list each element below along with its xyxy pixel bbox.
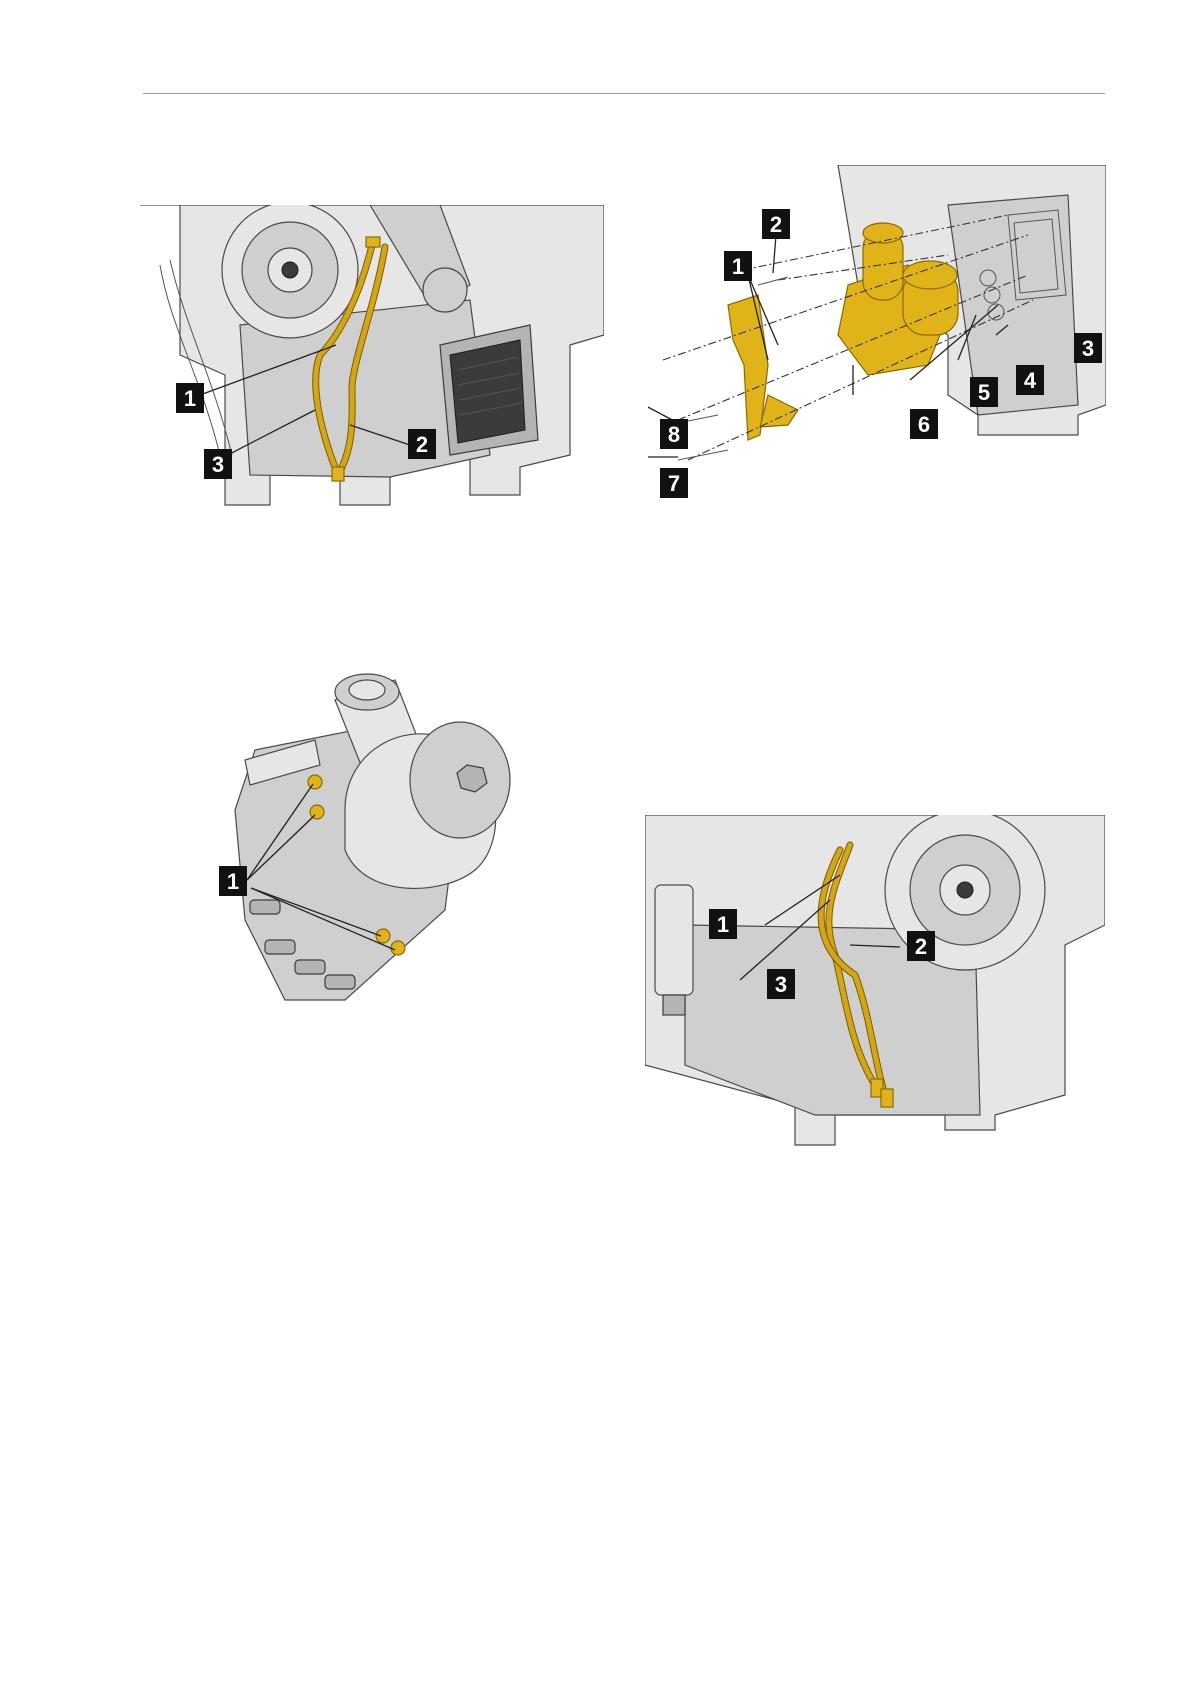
callout-2: 2 (762, 209, 790, 239)
callout-1: 1 (724, 251, 752, 281)
svg-text:4: 4 (1024, 368, 1037, 393)
engine-illustration-c: 1 (205, 670, 535, 1020)
callout-2: 2 (907, 931, 935, 961)
engine-illustration-d: 1 2 3 (645, 815, 1105, 1160)
svg-text:2: 2 (416, 432, 428, 457)
engine-illustration-a: 1 2 3 (140, 205, 604, 540)
callout-8: 8 (660, 419, 688, 449)
callout-3: 3 (767, 969, 795, 999)
callout-3: 3 (1074, 333, 1102, 363)
svg-text:1: 1 (717, 912, 729, 937)
svg-text:2: 2 (915, 934, 927, 959)
figure-engine-oil-lines-left: 1 2 3 (140, 205, 604, 540)
figure-engine-oil-lines-right: 1 2 3 (645, 815, 1105, 1160)
svg-text:1: 1 (184, 386, 196, 411)
svg-text:5: 5 (978, 380, 990, 405)
callout-1: 1 (176, 383, 204, 413)
svg-text:1: 1 (227, 869, 239, 894)
figure-oil-filter-module: 1 (205, 670, 535, 1020)
svg-text:3: 3 (212, 452, 224, 477)
callout-7: 7 (660, 468, 688, 498)
svg-text:3: 3 (1082, 336, 1094, 361)
callout-6: 6 (910, 409, 938, 439)
svg-text:1: 1 (732, 254, 744, 279)
callout-4: 4 (1016, 365, 1044, 395)
header-rule (143, 93, 1105, 94)
callout-2: 2 (408, 429, 436, 459)
svg-text:8: 8 (668, 422, 680, 447)
callout-1: 1 (219, 866, 247, 896)
engine-illustration-b: 1 2 3 4 5 6 7 8 (648, 165, 1106, 515)
callout-3: 3 (204, 449, 232, 479)
svg-text:2: 2 (770, 212, 782, 237)
callout-5: 5 (970, 377, 998, 407)
callout-1: 1 (709, 909, 737, 939)
figure-oil-filter-module-exploded: 1 2 3 4 5 6 7 8 (648, 165, 1106, 515)
svg-text:7: 7 (668, 471, 680, 496)
svg-text:3: 3 (775, 972, 787, 997)
svg-text:6: 6 (918, 412, 930, 437)
